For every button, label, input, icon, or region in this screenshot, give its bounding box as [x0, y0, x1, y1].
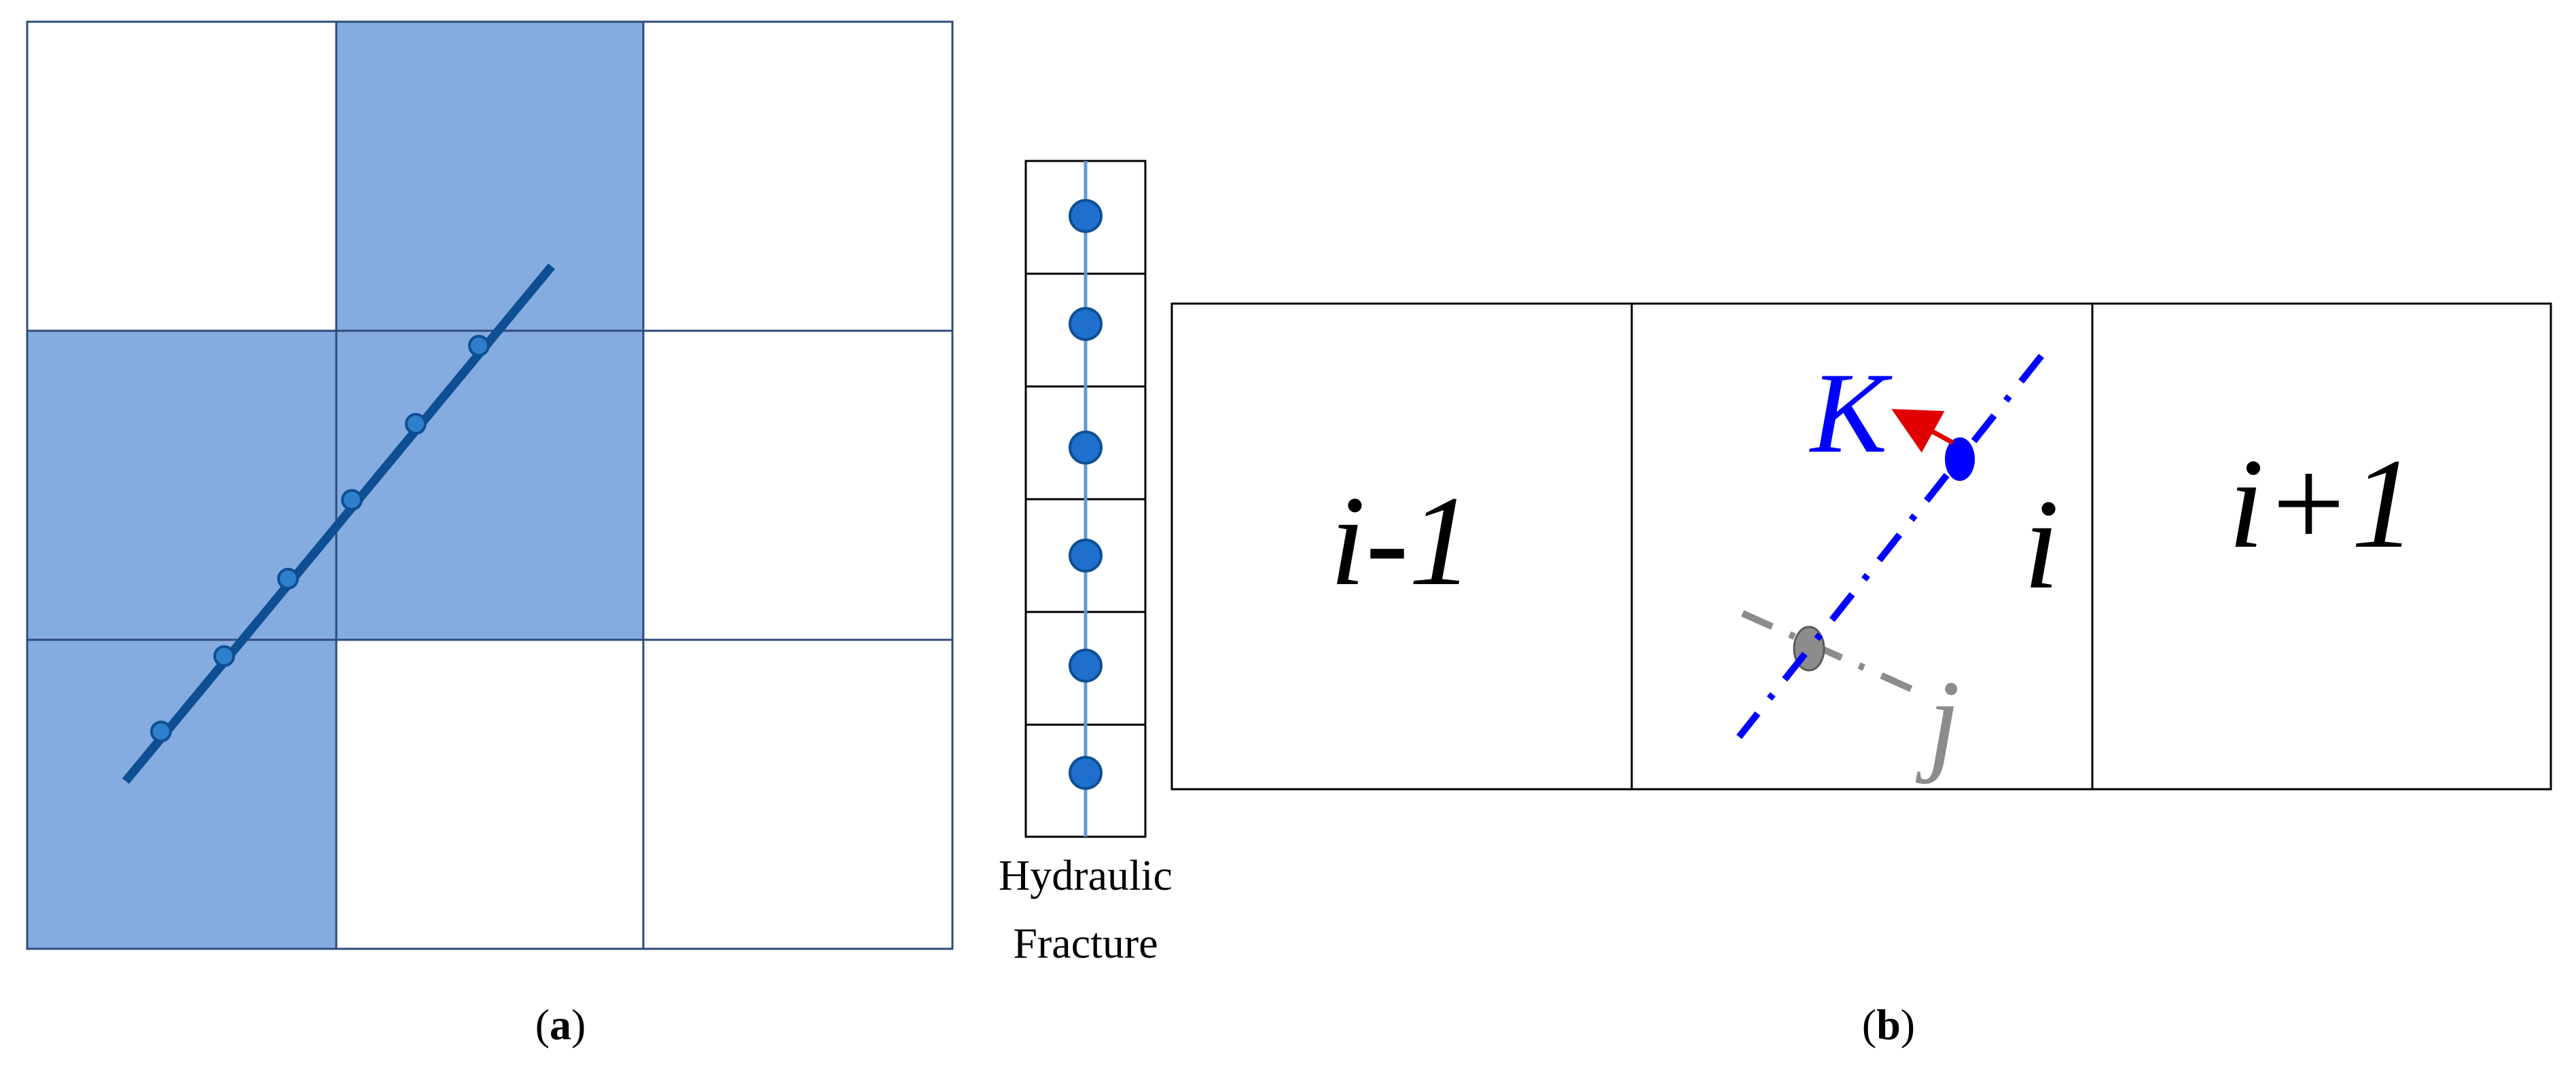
- panel-a-node: [341, 489, 363, 511]
- panel-a-filled-cell-top-middle: [336, 22, 643, 331]
- panel-a-node: [277, 568, 299, 590]
- inset-node: [1069, 307, 1103, 341]
- inset-node: [1069, 649, 1103, 683]
- caption-a-letter: a: [550, 1000, 571, 1049]
- caption-b-letter: b: [1876, 1000, 1901, 1049]
- inset-node: [1069, 539, 1103, 573]
- fracture-j-line: [1740, 610, 1914, 693]
- inset-node: [1069, 756, 1103, 790]
- caption-a: (a): [535, 1000, 586, 1049]
- hydraulic-fracture-inset: Hydraulic Fracture: [999, 160, 1173, 967]
- inset-nodes: [1069, 199, 1103, 790]
- panel-a-node: [468, 335, 490, 357]
- inset-node: [1069, 431, 1103, 465]
- cell-label-i-plus-1: i+1: [2228, 433, 2416, 575]
- inset-node: [1069, 199, 1103, 233]
- panel-b: i-1 i i+1 j K: [1170, 302, 2552, 791]
- panel-a-node: [150, 721, 172, 742]
- fracture-k-line: [1736, 353, 2044, 740]
- normal-arrow: [1891, 409, 1954, 453]
- panel-b-grid: [1170, 302, 2552, 791]
- cell-label-i: i: [2024, 473, 2060, 616]
- caption-b: (b): [1862, 1000, 1915, 1049]
- fracture-label-k: K: [1809, 349, 1893, 477]
- panel-a: [26, 20, 954, 950]
- panel-a-filled-cell-middle-middle: [336, 331, 643, 640]
- panel-a-filled-cell-middle-left: [27, 331, 336, 640]
- panel-a-filled-cell-bottom-left: [27, 640, 336, 949]
- inset-label-line1: Hydraulic: [999, 851, 1173, 899]
- panel-a-grid: [26, 20, 954, 950]
- inset-label-line2: Fracture: [1013, 919, 1158, 967]
- panel-a-node: [213, 645, 235, 667]
- panel-a-fracture-nodes: [150, 335, 490, 742]
- fracture-k-node: [1945, 437, 1975, 481]
- panel-a-node: [405, 413, 427, 435]
- cell-label-i-minus-1: i-1: [1329, 470, 1473, 613]
